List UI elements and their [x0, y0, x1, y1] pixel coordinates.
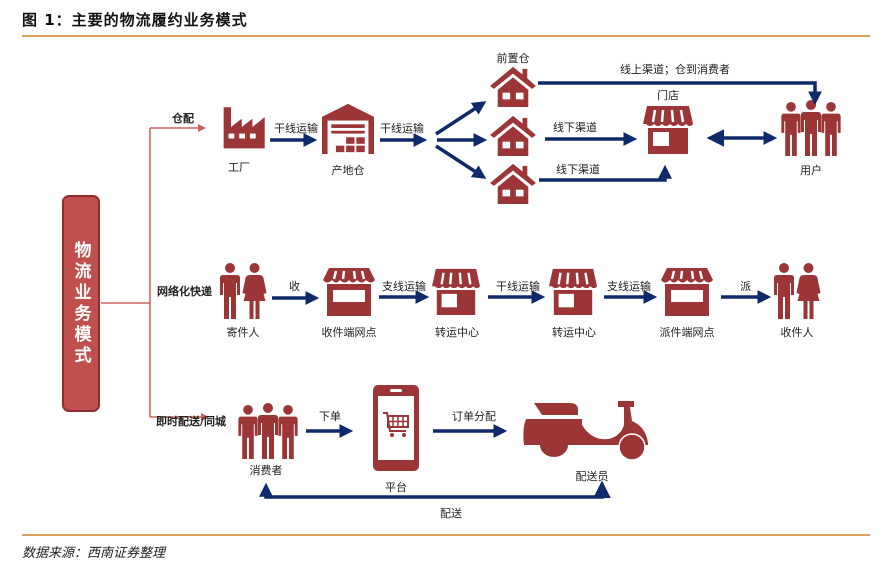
- node-label: 前置仓: [496, 52, 530, 65]
- house-icon: [490, 163, 536, 204]
- group-people-icon: [781, 100, 840, 156]
- store-icon: [643, 104, 693, 154]
- edge-label: 线下渠道: [556, 163, 600, 176]
- root-label: 物流业务模式: [70, 240, 91, 367]
- node-label: 寄件人: [226, 326, 260, 339]
- figure-title: 图 1：主要的物流履约业务模式: [22, 11, 248, 29]
- kiosk-icon: [323, 266, 375, 316]
- kiosk-icon: [661, 266, 713, 316]
- edge-label: 支线运输: [607, 280, 651, 293]
- edge-label: 配送: [440, 507, 462, 520]
- node-label: 工厂: [228, 161, 250, 174]
- edge-label: 干线运输: [380, 122, 424, 135]
- factory-icon: [223, 107, 265, 149]
- edge-label: 收: [289, 280, 300, 293]
- bottom-rule: [22, 534, 870, 536]
- edge-label: 派: [740, 280, 751, 293]
- group-people-icon: [238, 403, 297, 459]
- node-label: 转运中心: [435, 326, 479, 339]
- branch3-arrows: [259, 424, 611, 499]
- node-label: 用户: [800, 164, 822, 177]
- store-icon: [432, 267, 480, 315]
- edge-label: 干线运输: [496, 280, 540, 293]
- edge-label: 订单分配: [452, 410, 496, 423]
- edge-label: 线上渠道；仓到消费者: [620, 63, 730, 76]
- edge-label: 干线运输: [274, 122, 318, 135]
- node-label: 派件端网点: [659, 326, 715, 339]
- node-label: 收件端网点: [321, 326, 377, 339]
- node-label: 配送员: [575, 470, 609, 483]
- node-label: 收件人: [780, 326, 814, 339]
- house-icon: [490, 115, 536, 156]
- source-note: 数据来源：西南证券整理: [22, 546, 166, 561]
- branch-connectors: [101, 124, 209, 421]
- root-box: 物流业务模式: [62, 195, 100, 412]
- node-label: 平台: [385, 481, 407, 494]
- scooter-icon: [522, 400, 649, 461]
- edge-label: 下单: [319, 410, 341, 423]
- node-label: 产地仓: [331, 164, 365, 177]
- branch-label-instant-delivery: 即时配送/同城: [156, 415, 227, 428]
- couple-icon: [774, 263, 821, 319]
- node-label: 转运中心: [552, 326, 596, 339]
- edge-label: 支线运输: [382, 280, 426, 293]
- warehouse-icon: [322, 103, 374, 154]
- branch1-arrows: [270, 81, 822, 182]
- top-rule: [22, 35, 870, 37]
- branch-label-warehouse-distribution: 仓配: [172, 112, 194, 125]
- branch2-arrows: [272, 290, 772, 305]
- store-icon: [549, 267, 597, 315]
- edge-label: 线下渠道: [553, 121, 597, 134]
- couple-icon: [220, 263, 267, 319]
- node-label: 门店: [657, 89, 679, 102]
- house-icon: [490, 66, 536, 107]
- branch-label-network-express: 网络化快递: [157, 285, 212, 298]
- phone-cart-icon: [373, 385, 419, 471]
- node-label: 消费者: [249, 464, 283, 477]
